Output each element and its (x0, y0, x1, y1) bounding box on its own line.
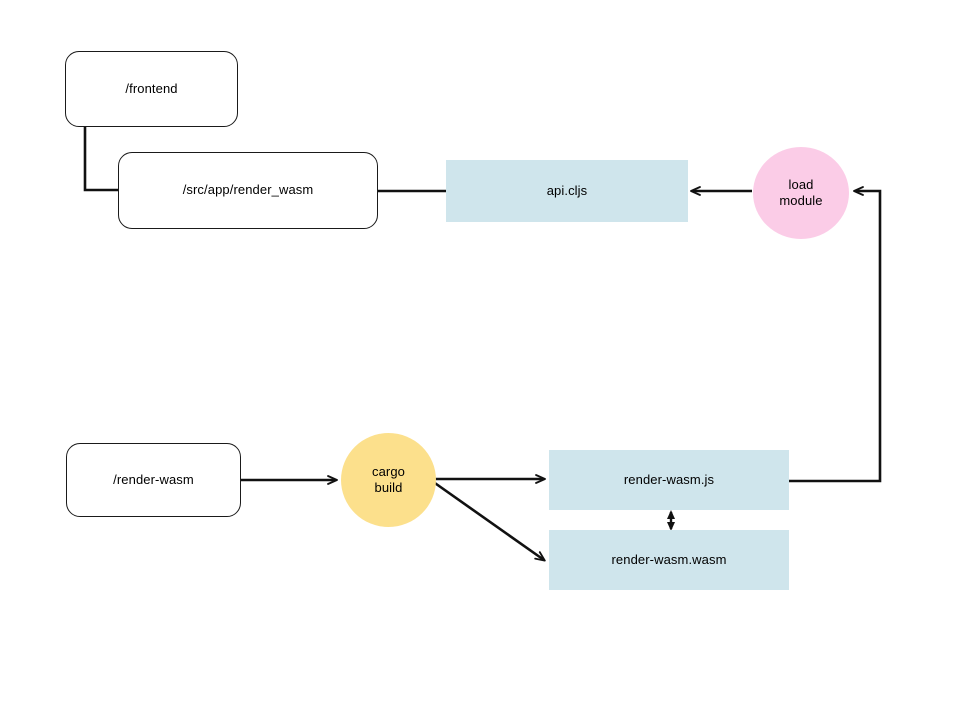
node-api-cljs-label: api.cljs (546, 182, 588, 198)
edge-cargo-build-to-render-wasm-wasm (431, 479, 546, 562)
node-load-module-label: load module (779, 176, 823, 208)
node-load-module[interactable]: load module (753, 147, 849, 239)
node-frontend-label: /frontend (125, 80, 178, 96)
node-cargo-build-label: cargo build (371, 463, 406, 495)
node-render-wasm-crate[interactable]: /render-wasm (66, 443, 241, 517)
node-frontend[interactable]: /frontend (65, 51, 238, 127)
node-render-wasm-dir[interactable]: /src/app/render_wasm (118, 152, 378, 229)
node-api-cljs[interactable]: api.cljs (446, 160, 688, 222)
edge-frontend-to-render-wasm-dir (83, 125, 120, 192)
node-render-wasm-wasm[interactable]: render-wasm.wasm (549, 530, 789, 590)
node-render-wasm-js[interactable]: render-wasm.js (549, 450, 789, 510)
node-render-wasm-js-label: render-wasm.js (623, 471, 715, 487)
node-render-wasm-dir-label: /src/app/render_wasm (182, 182, 314, 198)
node-render-wasm-crate-label: /render-wasm (113, 471, 194, 487)
node-render-wasm-wasm-label: render-wasm.wasm (611, 551, 727, 567)
node-cargo-build[interactable]: cargo build (341, 433, 436, 527)
